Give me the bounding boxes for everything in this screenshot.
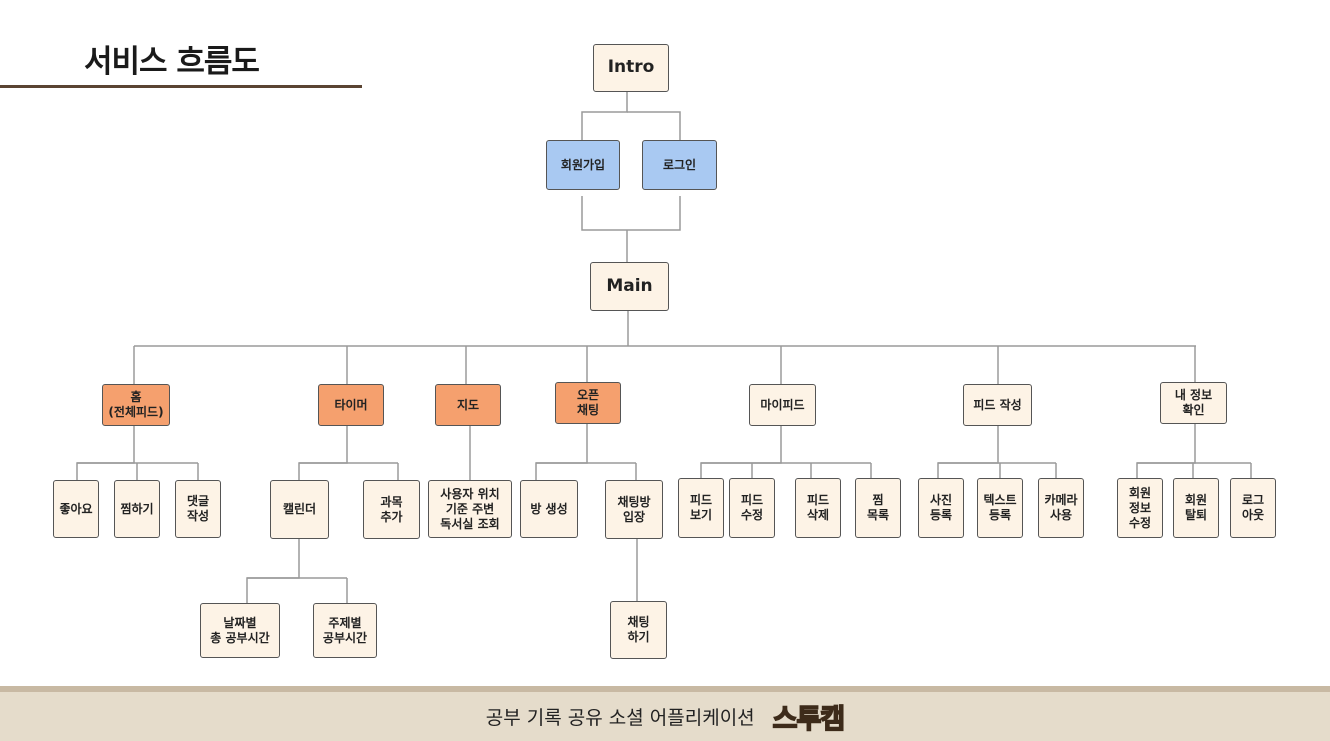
node-intro: Intro	[593, 44, 669, 92]
node-main: Main	[590, 262, 669, 311]
node-home: 홈 (전체피드)	[102, 384, 170, 426]
node-addsubject: 과목 추가	[363, 480, 420, 539]
connector-intro-auth	[581, 92, 628, 140]
node-myfeed: 마이피드	[749, 384, 816, 426]
node-nearby: 사용자 위치 기준 주변 독서실 조회	[428, 480, 512, 538]
node-daily: 날짜별 총 공부시간	[200, 603, 280, 658]
node-withdraw: 회원 탈퇴	[1173, 478, 1219, 538]
node-login: 로그인	[642, 140, 717, 190]
connector-intro-login	[627, 111, 681, 140]
node-myinfo: 내 정보 확인	[1160, 382, 1227, 424]
node-feedwrite: 피드 작성	[963, 384, 1032, 426]
node-calendar: 캘린더	[270, 480, 329, 539]
node-logout: 로그 아웃	[1230, 478, 1276, 538]
node-roomcreate: 방 생성	[520, 480, 578, 538]
node-camera: 카메라 사용	[1038, 478, 1084, 538]
node-bookmark: 찜하기	[114, 480, 160, 538]
node-text: 텍스트 등록	[977, 478, 1023, 538]
node-photo: 사진 등록	[918, 478, 964, 538]
connector-signup-main	[581, 196, 681, 231]
node-map: 지도	[435, 384, 501, 426]
footer-bar: 공부 기록 공유 소셜 어플리케이션 스투캠	[0, 686, 1330, 741]
node-openchat: 오픈 채팅	[555, 382, 621, 424]
node-bysubject: 주제별 공부시간	[313, 603, 377, 658]
node-like: 좋아요	[53, 480, 99, 538]
node-signup: 회원가입	[546, 140, 620, 190]
brand-logo: 스투캠	[772, 703, 846, 736]
node-roomenter: 채팅방 입장	[605, 480, 663, 539]
node-editinfo: 회원 정보 수정	[1117, 478, 1163, 538]
node-feedview: 피드 보기	[678, 478, 724, 538]
node-feeddelete: 피드 삭제	[795, 478, 841, 538]
node-chat: 채팅 하기	[610, 601, 667, 659]
node-bookmarklist: 찜 목록	[855, 478, 901, 538]
footer-tagline: 공부 기록 공유 소셜 어플리케이션	[485, 707, 755, 729]
node-feededit: 피드 수정	[729, 478, 775, 538]
connector-lines	[76, 92, 1252, 603]
page-title: 서비스 흐름도	[84, 44, 260, 80]
node-comment: 댓글 작성	[175, 480, 221, 538]
node-timer: 타이머	[318, 384, 384, 426]
title-underline	[0, 85, 362, 88]
